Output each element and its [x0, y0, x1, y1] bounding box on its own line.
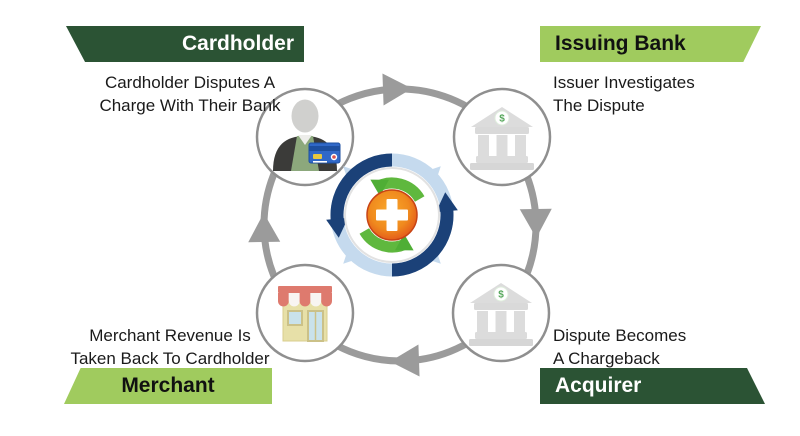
outer-arrow-right-icon: [519, 208, 552, 238]
acquirer-caption: Dispute Becomes A Chargeback: [553, 324, 773, 370]
cardholder-caption-line1: Cardholder Disputes A: [104, 73, 276, 92]
outer-arrow-top-icon: [382, 73, 412, 106]
merchant-banner: Merchant: [64, 368, 272, 404]
issuing-bank-caption-line1: Issuer Investigates: [553, 73, 695, 92]
medical-cross-icon: [376, 199, 408, 231]
merchant-caption-line1: Merchant Revenue Is: [89, 326, 251, 345]
outer-arrow-left-icon: [248, 213, 281, 243]
outer-arrow-bottom-icon: [390, 344, 420, 377]
acquirer-caption-line1: Dispute Becomes: [553, 326, 687, 345]
person-with-credit-card-icon: [273, 99, 341, 171]
issuing-bank-caption-line2: The Dispute: [553, 96, 645, 115]
issuing-bank-caption: Issuer Investigates The Dispute: [553, 71, 773, 117]
acquirer-banner: Acquirer: [540, 368, 765, 404]
credit-card-icon: [308, 142, 341, 164]
cardholder-caption-line2: Charge With Their Bank: [99, 96, 281, 115]
storefront-icon: [278, 286, 332, 342]
cardholder-banner: Cardholder: [66, 26, 304, 62]
cardholder-caption: Cardholder Disputes A Charge With Their …: [55, 71, 325, 117]
merchant-caption-line2: Taken Back To Cardholder: [70, 349, 270, 368]
chargeback-recycle-cross-icon: [326, 153, 458, 277]
merchant-caption: Merchant Revenue Is Taken Back To Cardho…: [35, 324, 305, 370]
issuing-bank-banner: Issuing Bank: [540, 26, 761, 62]
acquirer-caption-line2: A Chargeback: [553, 349, 660, 368]
